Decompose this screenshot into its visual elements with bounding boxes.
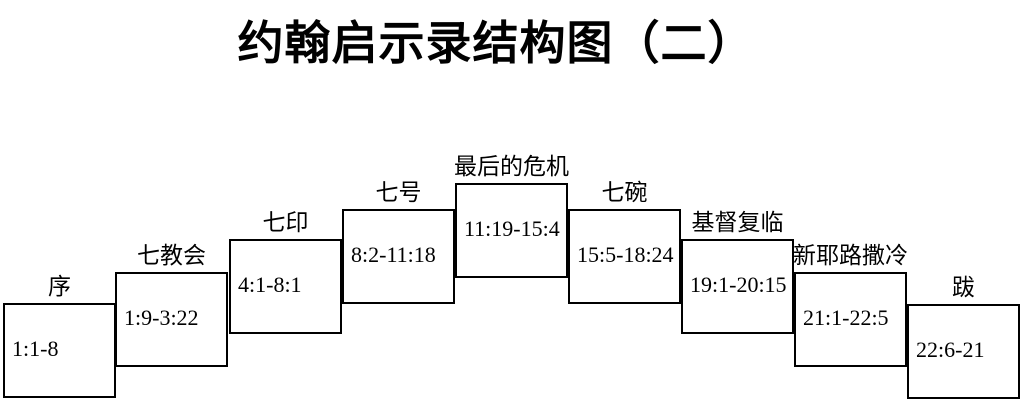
structure-box-6: 七碗 15:5-18:24 (568, 180, 681, 304)
structure-box-reference: 21:1-22:5 (803, 304, 889, 330)
structure-box-label: 七号 (375, 180, 422, 205)
structure-box-label: 新耶路撒冷 (793, 243, 908, 268)
structure-box-label: 七教会 (137, 243, 206, 268)
structure-box-label: 最后的危机 (454, 154, 569, 179)
structure-box-reference: 15:5-18:24 (577, 241, 674, 267)
structure-box-2: 七教会 1:9-3:22 (115, 243, 228, 367)
structure-box-label: 七印 (262, 210, 309, 235)
structure-box-1: 序 1:1-8 (3, 274, 116, 398)
structure-box-reference: 11:19-15:4 (464, 215, 560, 241)
diagram-title: 约翰启示录结构图（二） (237, 17, 755, 69)
structure-box-reference: 8:2-11:18 (351, 241, 436, 267)
structure-box-label: 序 (48, 274, 71, 299)
structure-box-label: 跋 (952, 275, 975, 300)
structure-box-label: 基督复临 (691, 210, 784, 235)
structure-box-9: 跋 22:6-21 (907, 275, 1020, 399)
structure-box-7: 基督复临 19:1-20:15 (681, 210, 794, 334)
structure-box-4: 七号 8:2-11:18 (342, 180, 455, 304)
structure-box-reference: 1:1-8 (12, 335, 59, 361)
structure-box-reference: 1:9-3:22 (124, 304, 199, 330)
structure-box-5: 最后的危机 11:19-15:4 (454, 154, 569, 278)
structure-box-reference: 22:6-21 (916, 336, 985, 362)
structure-box-8: 新耶路撒冷 21:1-22:5 (793, 243, 908, 367)
structure-box-label: 七碗 (601, 180, 648, 205)
structure-box-reference: 19:1-20:15 (690, 271, 787, 297)
structure-box-reference: 4:1-8:1 (238, 271, 302, 297)
structure-box-3: 七印 4:1-8:1 (229, 210, 342, 334)
